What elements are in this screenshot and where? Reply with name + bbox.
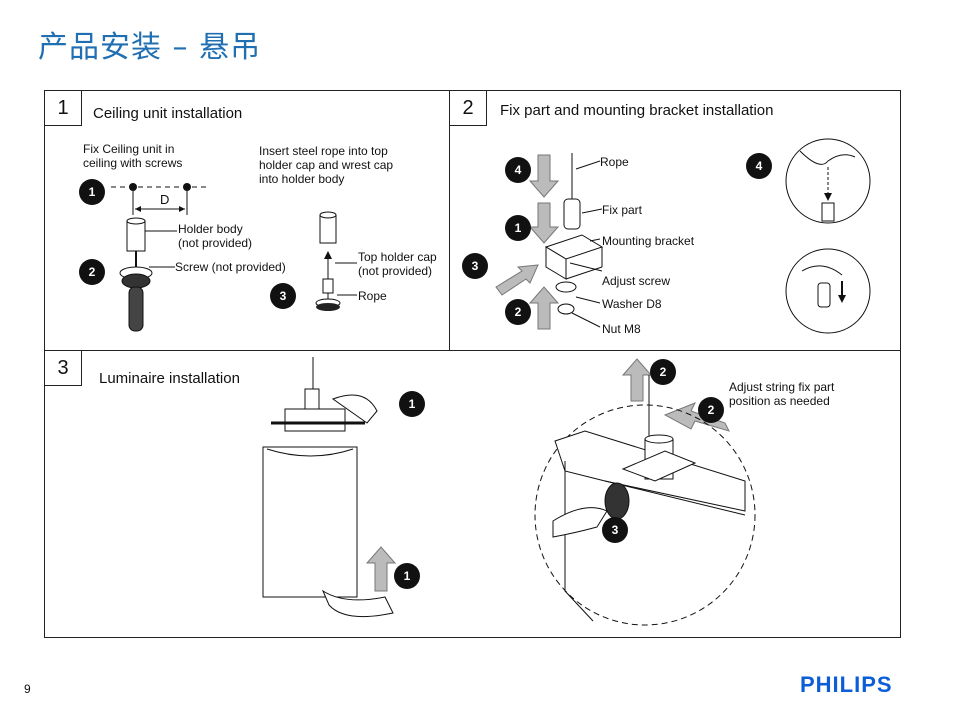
label-rope: Rope	[358, 289, 387, 303]
label-top-holder-cap: Top holder cap	[358, 250, 437, 264]
label-nut: Nut M8	[602, 322, 641, 336]
step-badge-1: 1	[79, 179, 105, 205]
adjust-note: Adjust string fix part position as neede…	[729, 380, 835, 408]
label-rope: Rope	[600, 155, 629, 169]
step-fix-ceiling-unit: Fix Ceiling unit in ceiling with screws	[83, 142, 183, 170]
step-badge-1: 1	[505, 215, 531, 241]
step-badge-2: 2	[505, 299, 531, 325]
step-badge-4-detail: 4	[746, 153, 772, 179]
panel-3-title: Luminaire installation	[99, 370, 240, 387]
label-adjust-screw: Adjust screw	[602, 274, 671, 288]
label-holder-body: Holder body	[178, 222, 243, 236]
philips-logo: PHILIPS	[800, 672, 893, 697]
panel-1-title: Ceiling unit installation	[93, 105, 243, 122]
ceiling-unit-drawing	[111, 183, 357, 332]
luminaire-drawing	[262, 357, 756, 626]
step-badge-1-hand-top: 1	[399, 391, 425, 417]
panel-fix-part-bracket: 2 Fix part and mounting bracket installa…	[450, 91, 900, 351]
label-screw: Screw (not provided)	[175, 260, 286, 274]
step-badge-1-hand-bottom: 1	[394, 563, 420, 589]
installation-diagram: 1 Ceiling unit installation Fix Ceiling …	[44, 90, 901, 638]
step-insert-rope: Insert steel rope into top holder cap an…	[259, 144, 394, 186]
label-top-holder-cap-note: (not provided)	[358, 264, 433, 278]
panel-2-number: 2	[450, 91, 487, 126]
step-badge-2: 2	[79, 259, 105, 285]
panel-3-number: 3	[45, 351, 82, 386]
label-fix-part: Fix part	[602, 203, 643, 217]
dimension-label: D	[160, 192, 170, 207]
step-badge-3: 3	[462, 253, 488, 279]
step-badge-3: 3	[270, 283, 296, 309]
panel-2-title: Fix part and mounting bracket installati…	[500, 102, 774, 119]
label-washer: Washer D8	[602, 297, 662, 311]
step-badge-2-adjust: 2	[698, 397, 724, 423]
slide-title: 产品安装 – 悬吊	[38, 30, 262, 65]
step-badge-2-rope: 2	[650, 359, 676, 385]
panel-luminaire: 3 Luminaire installation	[45, 351, 900, 637]
step-badge-3: 3	[602, 517, 628, 543]
page-number: 9	[24, 682, 31, 696]
fix-part-drawing	[495, 138, 871, 334]
step-badge-4: 4	[505, 157, 531, 183]
panel-ceiling-unit: 1 Ceiling unit installation Fix Ceiling …	[45, 91, 450, 351]
label-mounting-bracket: Mounting bracket	[602, 234, 695, 248]
label-holder-body-note: (not provided)	[178, 236, 253, 250]
panel-1-number: 1	[45, 91, 82, 126]
